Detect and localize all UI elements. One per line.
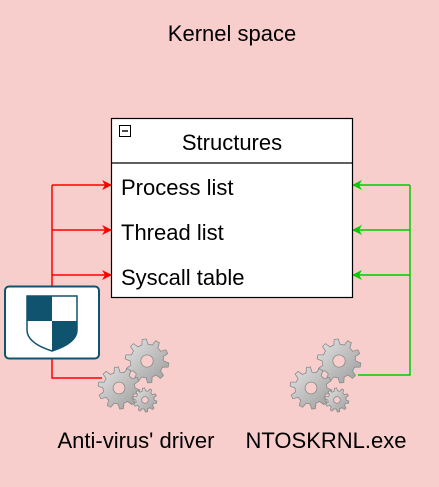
gear-small [132, 387, 158, 413]
structures-item-process-list[interactable]: Process list [121, 175, 233, 200]
gear-large-bottom [289, 366, 333, 410]
antivirus-trunk-line [51, 185, 102, 379]
structures-box-frame [110, 117, 354, 299]
ntoskrnl-label: NTOSKRNL.exe [246, 428, 407, 453]
ntoskrnl-gears-icon [289, 338, 362, 413]
structures-item-syscall-table[interactable]: Syscall table [121, 265, 245, 290]
shield-icon [4, 285, 100, 360]
structures-item-thread-list[interactable]: Thread list [121, 220, 224, 245]
gear-large-bottom [97, 366, 141, 410]
structures-box[interactable]: Structures Process list Thread list Sysc… [110, 117, 354, 299]
ntoskrnl-trunk-line [358, 185, 411, 376]
gear-large-top [124, 338, 170, 384]
antivirus-driver-label: Anti-virus' driver [57, 428, 214, 453]
gear-large-top [316, 338, 362, 384]
gear-small [324, 387, 350, 413]
antivirus-gears-icon [97, 338, 170, 413]
minus-square-icon[interactable] [119, 125, 131, 137]
antivirus-arrows [51, 180, 112, 379]
structures-header: Structures [182, 130, 282, 155]
ntoskrnl-arrows [352, 180, 411, 376]
kernel-space-title: Kernel space [168, 21, 296, 46]
